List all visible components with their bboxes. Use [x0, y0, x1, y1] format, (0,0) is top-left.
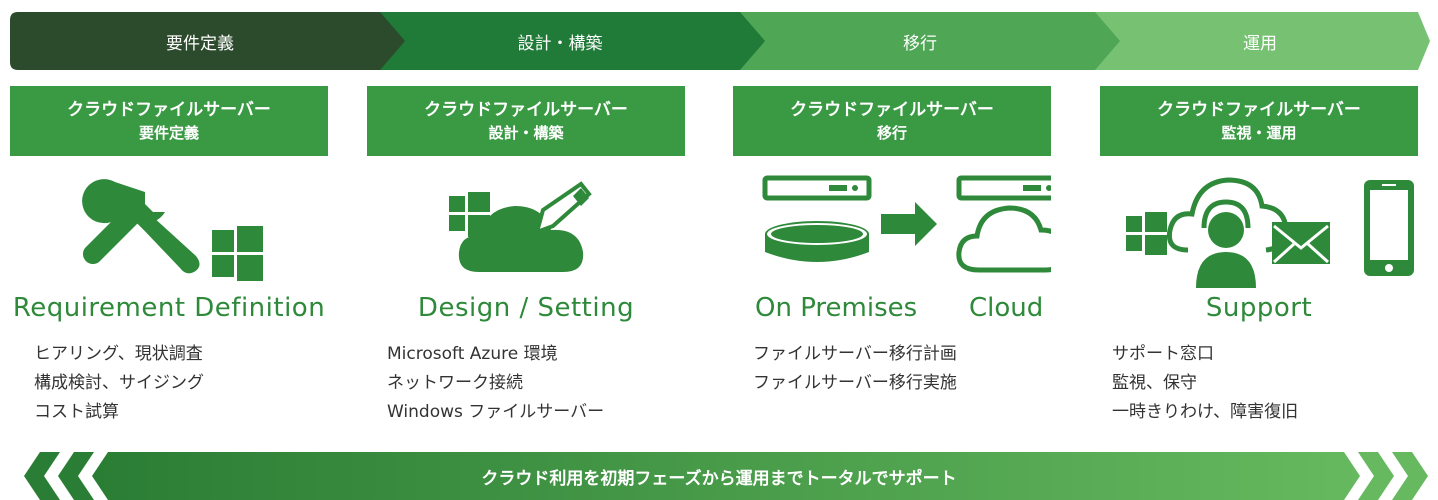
column-header-title: クラウドファイルサーバー	[1157, 100, 1361, 120]
disk-icon	[765, 221, 869, 262]
phase-step-3: 移行	[735, 12, 1105, 70]
task-list: ヒアリング、現状調査 構成検討、サイジング コスト試算	[34, 340, 204, 427]
phase-label-4: 運用	[1243, 33, 1277, 54]
list-item: 一時きりわけ、障害復旧	[1112, 402, 1299, 422]
column-header-phase: 設計・構築	[488, 124, 564, 142]
operator-icon	[1196, 199, 1256, 288]
server-icon	[956, 175, 1051, 201]
service-columns: クラウドファイルサーバー 要件定義 Requirement Definition…	[0, 86, 1438, 446]
list-item: Windows ファイルサーバー	[387, 402, 605, 422]
task-list: サポート窓口 監視、保守 一時きりわけ、障害復旧	[1112, 340, 1298, 427]
migration-illustration	[762, 175, 1051, 273]
list-item: コスト試算	[34, 402, 119, 422]
windows-logo-icon	[1126, 212, 1167, 255]
column-header-phase: 要件定義	[138, 124, 199, 142]
column-header-phase: 監視・運用	[1221, 124, 1297, 142]
column-header-title: クラウドファイルサーバー	[424, 100, 628, 120]
column-header-title: クラウドファイルサーバー	[67, 100, 271, 120]
banner-text: クラウド利用を初期フェーズから運用までトータルでサポート	[481, 468, 957, 489]
column-header: クラウドファイルサーバー 監視・運用	[1100, 86, 1418, 156]
double-chevron-right-icon	[1358, 452, 1428, 500]
pencil-icon	[534, 181, 592, 236]
bottom-banner: クラウド利用を初期フェーズから運用までトータルでサポート	[0, 452, 1438, 500]
cloud-icon	[956, 205, 1051, 273]
english-title: Design / Setting	[417, 293, 635, 323]
smartphone-icon	[1364, 180, 1414, 276]
task-list: ファイルサーバー移行計画 ファイルサーバー移行実施	[753, 340, 957, 398]
list-item: 監視、保守	[1112, 373, 1197, 393]
cloud-icon	[458, 206, 584, 272]
list-item: ファイルサーバー移行計画	[753, 344, 957, 364]
column-support: クラウドファイルサーバー 監視・運用	[1100, 86, 1418, 446]
phase-step-2: 設計・構築	[380, 12, 740, 70]
mail-icon	[1272, 222, 1330, 264]
column-header: クラウドファイルサーバー 要件定義	[10, 86, 328, 156]
windows-logo-icon	[212, 226, 263, 281]
list-item: ネットワーク接続	[387, 373, 523, 393]
column-design: クラウドファイルサーバー 設計・構築 Design / Setting Micr…	[367, 86, 685, 446]
phase-step-4: 運用	[1095, 12, 1425, 70]
wrench-icon	[82, 179, 165, 264]
double-chevron-left-icon	[24, 452, 94, 500]
list-item: ファイルサーバー移行実施	[753, 373, 957, 393]
column-migration: クラウドファイルサーバー 移行	[733, 86, 1051, 446]
phase-arrow-1	[10, 12, 405, 70]
english-title: Support	[1205, 293, 1313, 323]
banner-bar	[92, 452, 1360, 500]
list-item: サポート窓口	[1112, 344, 1214, 364]
list-item: ヒアリング、現状調査	[34, 344, 203, 364]
phase-step-1: 要件定義	[10, 12, 390, 70]
screwdriver-icon	[102, 184, 200, 274]
task-list: Microsoft Azure 環境 ネットワーク接続 Windows ファイル…	[387, 340, 604, 427]
banner-graphic	[24, 452, 1428, 500]
column-header-phase: 移行	[876, 124, 907, 142]
support-illustration	[1126, 177, 1414, 288]
phase-label-1: 要件定義	[166, 33, 234, 54]
column-header-title: クラウドファイルサーバー	[790, 100, 994, 120]
phase-arrows-graphic	[10, 12, 1430, 70]
phase-arrow-3	[725, 12, 1120, 70]
phase-arrow-4	[1080, 12, 1430, 70]
server-icon	[762, 175, 872, 201]
english-title-left: On Premises	[755, 293, 918, 323]
column-requirement: クラウドファイルサーバー 要件定義 Requirement Definition…	[10, 86, 328, 446]
english-title: Requirement Definition	[12, 293, 326, 323]
english-title-right: Cloud	[969, 293, 1044, 323]
list-item: Microsoft Azure 環境	[387, 344, 558, 364]
phase-label-2: 設計・構築	[517, 33, 603, 54]
phase-steps: 要件定義 設計・構築 移行 運用	[10, 12, 1430, 70]
column-header: クラウドファイルサーバー 設計・構築	[367, 86, 685, 156]
phase-label-3: 移行	[903, 33, 937, 54]
column-header: クラウドファイルサーバー 移行	[733, 86, 1051, 156]
list-item: 構成検討、サイジング	[34, 373, 204, 393]
design-illustration	[449, 181, 592, 272]
arrow-right-icon	[881, 202, 937, 246]
tools-illustration	[82, 179, 263, 281]
phase-arrow-2	[370, 12, 765, 70]
